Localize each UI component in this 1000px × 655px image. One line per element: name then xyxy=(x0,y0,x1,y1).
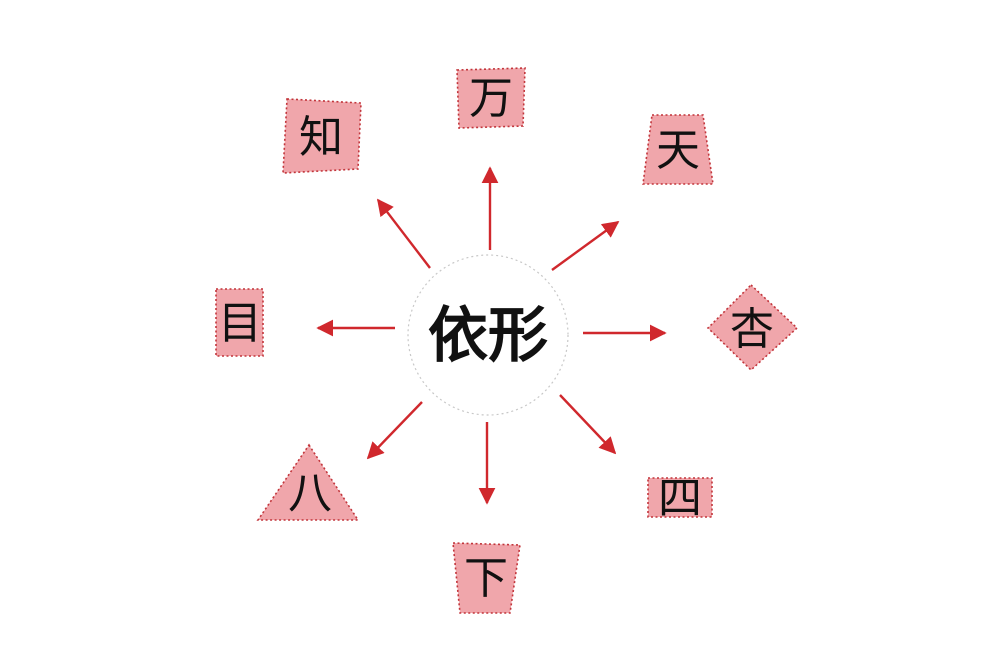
node-xing-char: 杏 xyxy=(730,304,774,355)
node-xing-shape xyxy=(706,283,799,372)
node-mu-char: 目 xyxy=(218,298,262,349)
node-si-shape xyxy=(647,477,713,518)
node-zhi-char: 知 xyxy=(299,112,343,163)
node-si: 四 xyxy=(647,473,713,524)
node-tian: 天 xyxy=(642,114,714,185)
node-ba: 八 xyxy=(256,443,360,521)
arrow-to-ba xyxy=(366,401,423,460)
node-wan-shape xyxy=(456,67,526,129)
center-circle xyxy=(407,254,569,416)
node-zhi: 知 xyxy=(282,98,362,174)
node-zhi-shape xyxy=(282,98,362,174)
node-mu-shape xyxy=(215,288,264,357)
arrows-group xyxy=(316,166,667,505)
node-xia-char: 下 xyxy=(464,553,508,604)
node-ba-shape xyxy=(256,443,360,521)
arrow-to-si xyxy=(559,394,617,455)
node-tian-char: 天 xyxy=(656,125,700,176)
node-wan-char: 万 xyxy=(469,73,513,124)
node-xia: 下 xyxy=(452,542,521,614)
node-wan: 万 xyxy=(456,67,526,129)
node-xia-shape xyxy=(452,542,521,614)
node-xing: 杏 xyxy=(706,283,799,372)
arrow-to-zhi xyxy=(376,198,431,269)
center-node: 依形 xyxy=(407,254,569,416)
center-label: 依形 xyxy=(428,301,548,371)
node-si-char: 四 xyxy=(658,473,702,524)
arrow-to-tian xyxy=(551,221,620,271)
node-mu: 目 xyxy=(215,288,264,357)
node-ba-char: 八 xyxy=(288,468,332,519)
node-tian-shape xyxy=(642,114,714,185)
